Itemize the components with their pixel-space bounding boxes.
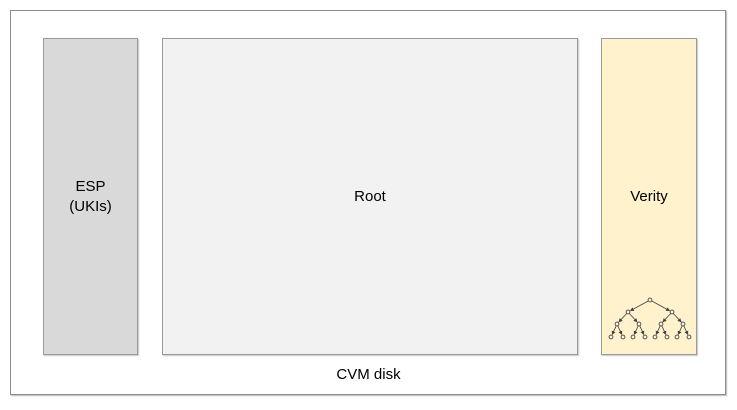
partition-root-label: Root bbox=[354, 187, 386, 205]
merkle-tree-icon bbox=[608, 297, 692, 340]
partition-verity: Verity bbox=[601, 38, 697, 355]
partition-esp: ESP (UKIs) bbox=[43, 38, 138, 355]
partition-root: Root bbox=[162, 38, 578, 355]
cvm-disk-label: CVM disk bbox=[336, 366, 401, 383]
partition-esp-label: ESP (UKIs) bbox=[69, 178, 112, 215]
partition-verity-label: Verity bbox=[630, 187, 668, 205]
